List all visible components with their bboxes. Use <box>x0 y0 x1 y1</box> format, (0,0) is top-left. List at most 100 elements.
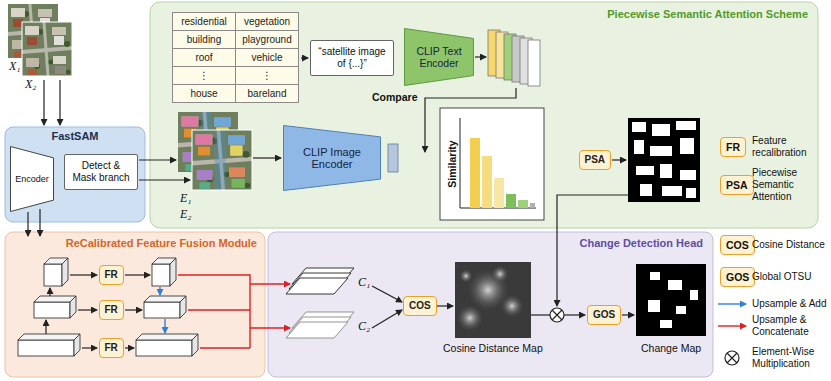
multiply-symbol <box>550 308 564 322</box>
wire <box>43 80 44 125</box>
change-map <box>668 280 682 290</box>
similarity-chart-frame <box>470 138 480 208</box>
cube <box>192 334 198 356</box>
wire <box>557 195 628 306</box>
attention-mask <box>680 138 694 154</box>
panel-background <box>268 232 713 377</box>
attention-mask <box>632 122 646 132</box>
trapezoid-outline <box>284 126 381 191</box>
wire <box>253 157 281 158</box>
similarity-chart-frame <box>494 178 504 208</box>
change-map <box>648 300 660 312</box>
cube <box>136 334 198 340</box>
cosine-distance-map <box>455 262 531 338</box>
wire <box>139 179 190 180</box>
attention-mask <box>634 140 644 154</box>
cube <box>18 334 80 340</box>
upsample-add-arrow <box>164 319 165 333</box>
cube <box>70 296 76 318</box>
wire <box>125 347 134 348</box>
fastsam-panel: FastSAMEncoderDetect & Mask branch <box>5 127 145 222</box>
attention-mask <box>676 121 696 130</box>
cube <box>144 302 180 318</box>
input-images <box>22 22 72 76</box>
image-label: X₁ <box>9 60 21 73</box>
legend-sample: FR <box>720 137 746 157</box>
axis-label: Similarity <box>446 140 458 187</box>
segmented-images <box>192 130 252 190</box>
gos-box: GOS <box>587 305 621 325</box>
fr-box: FR <box>99 300 124 320</box>
segmented-images <box>192 130 252 190</box>
wire <box>78 309 97 310</box>
cosine-distance-map <box>459 269 473 283</box>
wire <box>28 57 634 348</box>
cube <box>34 296 76 302</box>
legend-text: Feature recalibration <box>752 135 828 159</box>
feature-stack <box>528 40 540 86</box>
detect-mask-box: Detect & Mask branch <box>64 154 138 190</box>
feature-stack <box>488 30 540 86</box>
change-map <box>676 306 686 314</box>
class-table-cell: vegetation <box>235 12 299 31</box>
map-caption: Cosine Distance Map <box>443 342 543 355</box>
wire <box>27 212 28 236</box>
wire <box>45 320 46 334</box>
similarity-chart: Similarity <box>440 108 544 220</box>
image-label: E₂ <box>180 208 192 221</box>
cube <box>44 264 62 286</box>
cube <box>136 340 192 356</box>
legend-sample-line <box>718 325 746 326</box>
upsample-concat-wire <box>200 347 250 348</box>
compare-label: Compare <box>372 91 418 104</box>
legend-text: Upsample & Concatenate <box>752 314 828 338</box>
similarity-chart-frame <box>518 200 528 208</box>
input-images <box>22 22 72 76</box>
upsample-add-arrow <box>159 287 160 295</box>
multiply-symbol <box>552 310 562 320</box>
map-caption: Change Map <box>641 342 701 355</box>
wire <box>372 310 402 328</box>
clip-image-encoder: CLIP Image Encoder <box>283 125 381 191</box>
panel-background <box>5 2 818 377</box>
attention-mask <box>652 124 670 136</box>
panel-title: FastSAM <box>5 130 145 143</box>
legend-sample: COS <box>720 235 755 255</box>
box-label: Detect & Mask branch <box>69 160 133 184</box>
similarity-chart-frame <box>440 108 544 220</box>
box-label: PSA <box>585 154 606 166</box>
legend-text: Cosine Distance <box>752 239 828 251</box>
cosine-distance-map <box>455 262 531 338</box>
attention-mask <box>628 118 700 202</box>
cosine-distance-map <box>500 294 524 318</box>
upsample-concat-wire <box>250 327 290 328</box>
legend-sample-line <box>718 303 746 304</box>
legend-sample: GOS <box>720 267 755 287</box>
cube <box>18 340 74 356</box>
encoder-label: CLIP Image Encoder <box>291 146 373 170</box>
cosine-distance-map <box>456 304 484 332</box>
encoder-label: CLIP Text Encoder <box>412 45 466 69</box>
box-label: COS <box>409 300 431 312</box>
change-head-panel: Change Detection HeadCOSGOS <box>268 232 713 377</box>
legend-multiply-symbol <box>725 351 739 365</box>
legend-text: Upsample & Add <box>752 298 828 310</box>
feature-map-stack <box>286 278 348 294</box>
wire <box>125 274 150 275</box>
attention-mask <box>636 166 654 175</box>
wire <box>564 314 585 315</box>
image-label: X₂ <box>25 78 37 91</box>
legend-text: Global OTSU <box>752 271 828 283</box>
image-feature-vector <box>388 144 398 172</box>
feature-map-stack <box>286 268 354 294</box>
class-table-cell: ⋮ <box>235 66 299 85</box>
cos-box: COS <box>403 296 437 316</box>
trapezoid-outline <box>11 147 54 212</box>
cube <box>180 296 186 318</box>
fusion-module-panel: ReCalibrated Feature Fusion ModuleFRFRFR <box>5 232 265 377</box>
cube <box>170 258 176 286</box>
wire <box>475 56 486 57</box>
upsample-concat-wire <box>188 309 250 310</box>
wire <box>612 159 626 160</box>
